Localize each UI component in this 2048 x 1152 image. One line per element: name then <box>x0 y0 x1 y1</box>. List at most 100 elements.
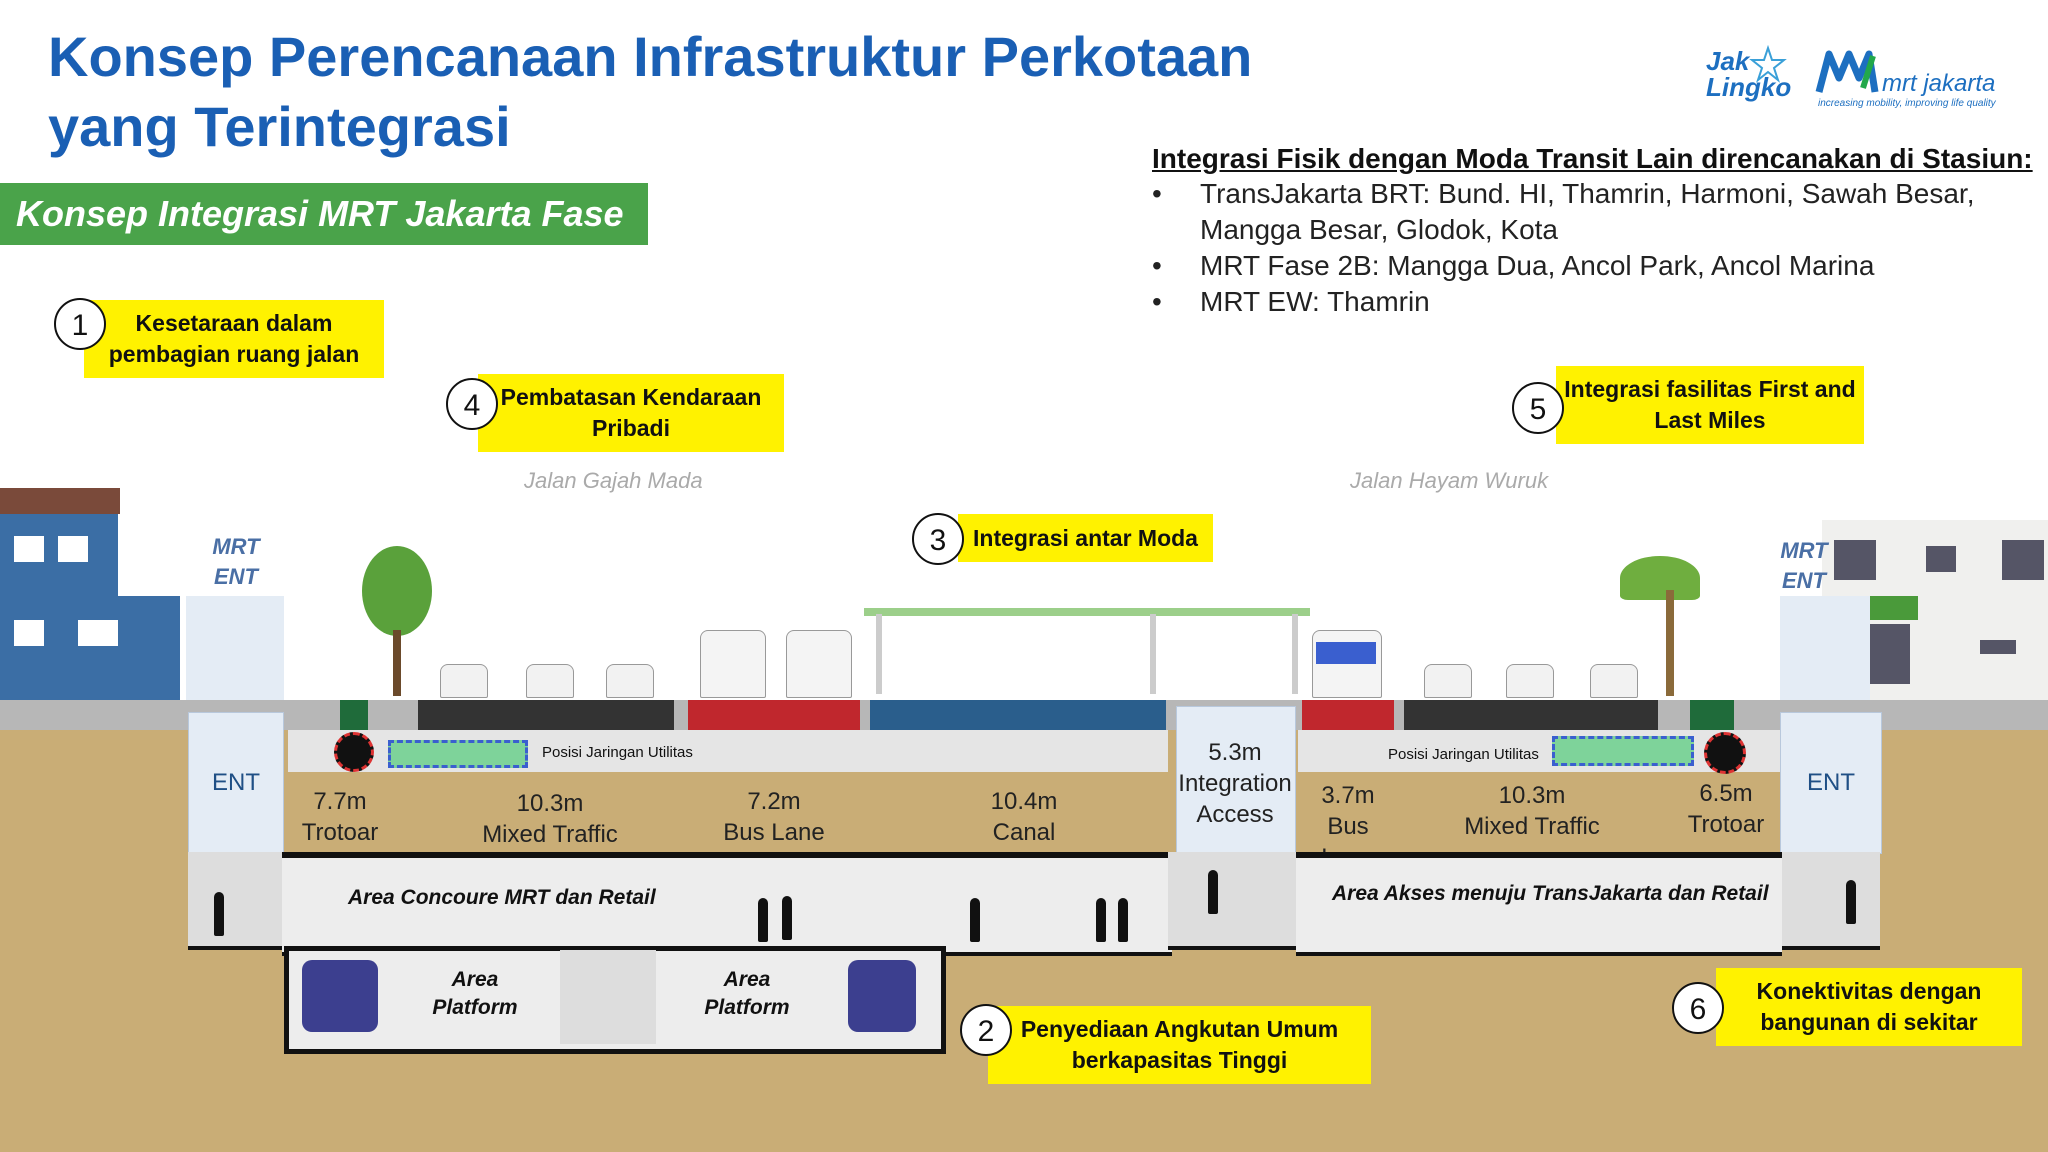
car <box>1590 664 1638 698</box>
person-silhouette <box>1208 870 1218 914</box>
car <box>1506 664 1554 698</box>
lane-trotoar-left: 7.7m Trotoar <box>301 788 379 846</box>
callout-1-box: Kesetaraan dalam pembagian ruang jalan <box>84 300 384 378</box>
utility-label-right: Posisi Jaringan Utilitas <box>1388 746 1539 763</box>
car <box>440 664 488 698</box>
callout-4-box: Pembatasan Kendaraan Pribadi <box>478 374 784 452</box>
callout-6-box: Konektivitas dengan bangunan di sekitar <box>1716 968 2022 1046</box>
bus-window <box>1316 642 1376 664</box>
integration-item: MRT EW: Thamrin <box>1152 284 2022 320</box>
bike-lane-right <box>1690 700 1734 730</box>
lane-mixed-traffic-left: 10.3m Mixed Traffic <box>482 790 618 848</box>
escalator-left <box>188 852 282 950</box>
car <box>1424 664 1472 698</box>
bus-lane-left <box>688 700 860 730</box>
left-building <box>0 494 118 730</box>
lane-integration-access: 5.3m Integration Access <box>1178 739 1292 828</box>
concourse-right-label: Area Akses menuju TransJakarta dan Retai… <box>1332 882 1769 905</box>
integration-heading: Integrasi Fisik dengan Moda Transit Lain… <box>1152 143 2033 174</box>
mixed-traffic-road-left <box>418 700 674 730</box>
person-silhouette <box>1096 898 1106 942</box>
train-left-icon <box>302 960 378 1032</box>
person-silhouette <box>1118 898 1128 942</box>
integration-access-box <box>1176 706 1296 856</box>
lane-bus-lane-left: 7.2m Bus Lane <box>723 788 825 846</box>
street-left: Jalan Gajah Mada <box>524 468 703 493</box>
street-right: Jalan Hayam Wuruk <box>1350 468 1549 493</box>
callout-6-number: 6 <box>1672 982 1724 1034</box>
bus <box>786 630 852 698</box>
palm-canopy <box>1620 556 1700 600</box>
mrt-entrance-left-label: MRT ENT <box>212 534 260 589</box>
lane-canal: 10.4m Canal <box>990 788 1058 846</box>
train-right-icon <box>848 960 916 1032</box>
car <box>526 664 574 698</box>
left-building-roof <box>0 488 120 514</box>
canal-water <box>870 700 1166 730</box>
bike-lane-left <box>340 700 368 730</box>
tree-canopy <box>362 546 432 636</box>
person-silhouette <box>782 896 792 940</box>
shelter-post <box>876 614 882 694</box>
concourse-left-label: Area Concoure MRT dan Retail <box>348 886 656 909</box>
shelter-post <box>1150 614 1156 694</box>
subtitle-banner: Konsep Integrasi MRT Jakarta Fase 2A <box>0 183 648 296</box>
lane-mixed-traffic-right: 10.3m Mixed Traffic <box>1464 782 1600 840</box>
building-window <box>1980 640 2016 654</box>
jaklingko-star-icon <box>1749 44 1787 83</box>
mrt-entrance-right-label: MRT ENT <box>1780 538 1828 593</box>
callout-5-number: 5 <box>1512 382 1564 434</box>
utility-box-left <box>388 740 528 768</box>
mrt-logo-text: mrt jakarta <box>1882 70 1996 97</box>
escalator-right <box>1782 852 1880 950</box>
escalator-center <box>1168 852 1296 950</box>
title-line-1: Konsep Perencanaan Infrastruktur Perkota… <box>48 25 1253 88</box>
callout-3-number: 3 <box>912 513 964 565</box>
platform-escalator <box>560 950 656 1044</box>
callout-3-box: Integrasi antar Moda <box>958 514 1213 562</box>
building-window <box>1926 546 1956 572</box>
utility-box-right <box>1552 736 1694 766</box>
building-window <box>1834 540 1876 580</box>
building-window <box>14 620 44 646</box>
person-silhouette <box>1846 880 1856 924</box>
platform-2-label: Area Platform <box>704 968 790 1019</box>
person-silhouette <box>214 892 224 936</box>
building-window <box>2002 540 2044 580</box>
integration-shelter-roof <box>864 608 1310 616</box>
callout-5-box: Integrasi fasilitas First and Last Miles <box>1556 366 1864 444</box>
title-line-2: yang Terintegrasi <box>48 95 511 158</box>
concourse-left <box>282 852 1172 956</box>
page-title: Konsep Perencanaan Infrastruktur Perkota… <box>48 22 1252 162</box>
building-window <box>58 536 88 562</box>
utility-band-right <box>1298 730 1780 772</box>
bus <box>700 630 766 698</box>
tree-trunk <box>393 630 401 696</box>
concourse-right <box>1296 852 1782 956</box>
platform-1-label: Area Platform <box>432 968 518 1019</box>
ent-box-left: ENT <box>188 712 284 854</box>
callout-2-number: 2 <box>960 1004 1012 1056</box>
mrt-entrance-left-structure <box>186 596 284 700</box>
person-silhouette <box>758 898 768 942</box>
utility-label-left: Posisi Jaringan Utilitas <box>542 744 693 761</box>
building-window <box>14 536 44 562</box>
transjakarta-bus <box>1312 630 1382 698</box>
person-silhouette <box>970 898 980 942</box>
utility-pipe-icon <box>1704 732 1746 774</box>
shelter-post <box>1292 614 1298 694</box>
integration-item: MRT Fase 2B: Mangga Dua, Ancol Park, Anc… <box>1152 248 2022 284</box>
mrt-tagline: increasing mobility, improving life qual… <box>1818 98 1996 109</box>
callout-4-number: 4 <box>446 378 498 430</box>
integration-item: TransJakarta BRT: Bund. HI, Thamrin, Har… <box>1152 176 2022 248</box>
ent-box-right: ENT <box>1780 712 1882 854</box>
callout-1-number: 1 <box>54 298 106 350</box>
mrt-entrance-right-structure <box>1780 596 1870 700</box>
mixed-traffic-road-right <box>1404 700 1658 730</box>
car <box>606 664 654 698</box>
palm-trunk <box>1666 590 1674 696</box>
integration-list: TransJakarta BRT: Bund. HI, Thamrin, Har… <box>1152 176 2022 320</box>
callout-2-box: Penyediaan Angkutan Umum berkapasitas Ti… <box>988 1006 1371 1084</box>
lane-trotoar-right: 6.5m Trotoar <box>1687 780 1765 838</box>
utility-pipe-icon <box>334 732 374 772</box>
